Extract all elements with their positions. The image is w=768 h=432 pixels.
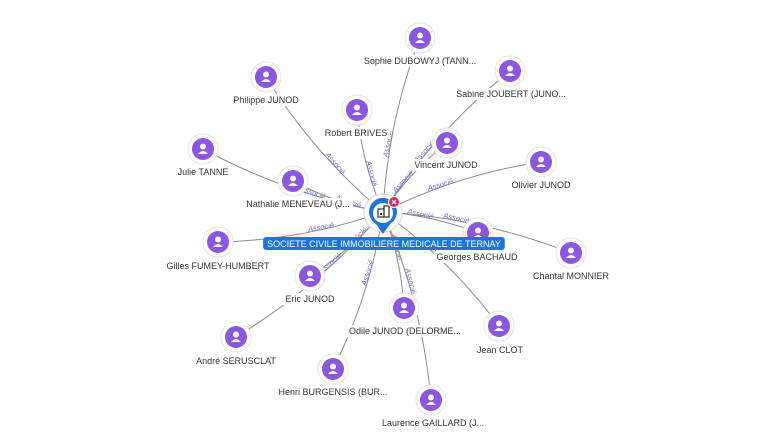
edge-label: Associé bbox=[359, 259, 376, 288]
label-background bbox=[473, 344, 527, 356]
person-node-vincent-junod[interactable]: Vincent JUNOD bbox=[411, 127, 481, 171]
person-label: Philippe JUNOD bbox=[233, 95, 299, 105]
person-node-henri-burgensis[interactable]: Henri BURGENSIS (BUR... bbox=[275, 353, 391, 398]
person-node-odile-junod[interactable]: Odile JUNOD (DELORME... bbox=[345, 292, 465, 337]
person-icon bbox=[282, 170, 304, 192]
person-label: Julie TANNE bbox=[178, 167, 229, 177]
person-node-jean-clot[interactable]: Jean CLOT bbox=[473, 310, 527, 356]
close-badge-icon[interactable] bbox=[388, 196, 400, 208]
label-background bbox=[243, 198, 353, 210]
person-icon bbox=[225, 326, 247, 348]
company-label[interactable]: SOCIETE CIVILE IMMOBILIERE MEDICALE DE T… bbox=[263, 237, 505, 250]
label-background bbox=[174, 166, 232, 178]
building-icon bbox=[377, 205, 390, 218]
person-icon bbox=[420, 389, 442, 411]
label-background bbox=[321, 127, 391, 139]
person-icon bbox=[560, 242, 582, 264]
person-icon bbox=[207, 231, 229, 253]
person-icon bbox=[322, 358, 344, 380]
person-icon bbox=[299, 265, 321, 287]
person-label: Olivier JUNOD bbox=[511, 180, 571, 190]
label-background bbox=[230, 94, 302, 106]
person-node-philippe-junod[interactable]: Philippe JUNOD bbox=[230, 61, 302, 106]
person-label: Eric JUNOD bbox=[286, 294, 335, 304]
label-background bbox=[411, 159, 481, 171]
edge-label: Associé bbox=[364, 159, 379, 188]
person-icon bbox=[488, 315, 510, 337]
person-icon bbox=[192, 138, 214, 160]
person-node-nathalie-meneveau[interactable]: Nathalie MENEVEAU (J... bbox=[243, 165, 353, 210]
person-label: André SERUSCLAT bbox=[196, 356, 276, 366]
label-background bbox=[163, 260, 273, 272]
person-icon bbox=[530, 151, 552, 173]
label-background bbox=[508, 179, 574, 191]
person-label: Gilles FUMEY-HUMBERT bbox=[166, 261, 270, 271]
person-label: Vincent JUNOD bbox=[414, 160, 478, 170]
company-name: SOCIETE CIVILE IMMOBILIERE MEDICALE DE T… bbox=[267, 239, 501, 249]
edge-label: Associé bbox=[442, 211, 471, 226]
person-node-chantal-monnier[interactable]: Chantal MONNIER bbox=[529, 237, 613, 282]
edge-label: Associé bbox=[306, 220, 334, 234]
person-node-laurence-gaillard[interactable]: Laurence GAILLARD (J... bbox=[378, 384, 488, 429]
person-label: Georges BACHAUD bbox=[436, 252, 518, 262]
person-label: Robert BRIVES bbox=[325, 128, 388, 138]
person-icon bbox=[346, 99, 368, 121]
person-label: Sophie DUBOWYJ (TANN... bbox=[364, 56, 476, 66]
label-background bbox=[193, 355, 279, 367]
label-background bbox=[282, 293, 338, 305]
person-icon bbox=[436, 132, 458, 154]
person-icon bbox=[499, 60, 521, 82]
person-node-julie-tanne[interactable]: Julie TANNE bbox=[174, 133, 232, 178]
person-icon bbox=[393, 297, 415, 319]
person-label: Jean CLOT bbox=[477, 345, 524, 355]
person-node-sabine-joubert[interactable]: Sabine JOUBERT (JUNO... bbox=[453, 55, 569, 100]
person-node-olivier-junod[interactable]: Olivier JUNOD bbox=[508, 146, 574, 191]
label-background bbox=[453, 88, 569, 100]
person-label: Odile JUNOD (DELORME... bbox=[349, 326, 461, 336]
label-background bbox=[378, 417, 488, 429]
person-node-andre-serusclat[interactable]: André SERUSCLAT bbox=[193, 321, 279, 367]
person-node-robert-brives[interactable]: Robert BRIVES bbox=[321, 94, 391, 139]
person-node-eric-junod[interactable]: Eric JUNOD bbox=[282, 260, 338, 305]
center-node[interactable]: SOCIETE CIVILE IMMOBILIERE MEDICALE DE T… bbox=[263, 193, 505, 250]
edge-olivier-junod bbox=[382, 161, 542, 213]
person-label: Nathalie MENEVEAU (J... bbox=[246, 199, 350, 209]
edge-label: Associé bbox=[323, 150, 348, 177]
edge-label: Associé bbox=[390, 169, 415, 195]
person-node-sophie-dubowyj[interactable]: Sophie DUBOWYJ (TANN... bbox=[360, 22, 480, 67]
person-label: Laurence GAILLARD (J... bbox=[382, 418, 484, 428]
person-label: Henri BURGENSIS (BUR... bbox=[278, 387, 387, 397]
edge-label: Associé bbox=[403, 266, 418, 295]
company-pin[interactable] bbox=[363, 193, 403, 234]
edge-gilles-fumey-humbert bbox=[217, 211, 384, 243]
person-icon bbox=[255, 66, 277, 88]
label-background bbox=[529, 270, 613, 282]
person-node-gilles-fumey-humbert[interactable]: Gilles FUMEY-HUMBERT bbox=[163, 226, 273, 272]
label-background bbox=[275, 386, 391, 398]
person-icon bbox=[409, 27, 431, 49]
edge-label: Associé bbox=[426, 176, 455, 193]
label-background bbox=[433, 251, 521, 263]
label-background bbox=[360, 55, 480, 67]
person-label: Sabine JOUBERT (JUNO... bbox=[456, 89, 566, 99]
label-background bbox=[345, 325, 465, 337]
person-label: Chantal MONNIER bbox=[533, 271, 610, 281]
